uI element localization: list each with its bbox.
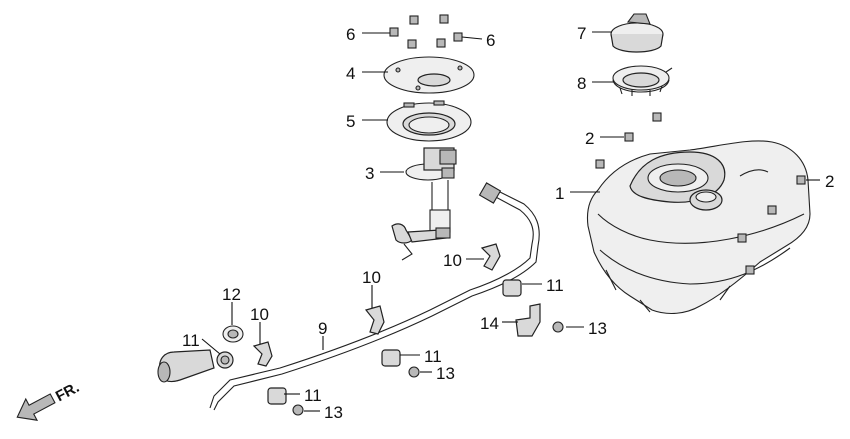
clamp-10-upper xyxy=(480,243,501,271)
fuel-cap xyxy=(610,13,664,53)
callout-13-right: 13 xyxy=(588,319,607,338)
clamp-10-mid xyxy=(364,305,385,335)
callout-3: 3 xyxy=(365,164,374,183)
bracket-14 xyxy=(515,303,541,337)
grommets-11 xyxy=(216,279,522,405)
fuel-tank xyxy=(586,140,811,315)
fuel-pump-gasket xyxy=(386,100,472,142)
arrow-left-icon xyxy=(16,393,56,421)
callout-4: 4 xyxy=(346,64,355,83)
callout-13-lower: 13 xyxy=(324,403,343,422)
clamp-10-left xyxy=(252,341,273,367)
callout-11-lower: 11 xyxy=(304,386,322,405)
setting-plate xyxy=(383,56,475,94)
cap-12 xyxy=(222,325,244,343)
bolt-icon xyxy=(745,265,755,275)
cap-seal-ring xyxy=(612,65,673,96)
callout-11-left: 11 xyxy=(182,331,200,350)
front-direction-indicator: FR. xyxy=(16,379,82,421)
callout-5: 5 xyxy=(346,112,355,131)
leader-lines xyxy=(201,31,820,412)
callout-9: 9 xyxy=(318,319,327,338)
callout-8: 8 xyxy=(577,74,586,93)
callout-6-right: 6 xyxy=(486,31,495,50)
bolts-13 xyxy=(292,321,564,416)
callout-14: 14 xyxy=(480,314,499,333)
callout-10-clamp-upper: 10 xyxy=(443,251,462,270)
callout-2-upper: 2 xyxy=(585,129,594,148)
fuel-hose xyxy=(157,182,540,411)
callout-13-mid: 13 xyxy=(436,364,455,383)
bolts-6 xyxy=(389,14,463,49)
callout-6-left: 6 xyxy=(346,25,355,44)
callout-1: 1 xyxy=(555,184,564,203)
callout-11-right: 11 xyxy=(546,276,564,295)
bolt-icon xyxy=(767,205,777,215)
callout-12: 12 xyxy=(222,285,241,304)
callout-2-right: 2 xyxy=(825,172,834,191)
callout-11-mid: 11 xyxy=(424,347,442,366)
callout-7: 7 xyxy=(577,24,586,43)
callout-10-clamp-mid: 10 xyxy=(362,268,381,287)
direction-label: FR. xyxy=(53,379,82,405)
callout-10-clamp-left: 10 xyxy=(250,305,269,324)
bolt-icon xyxy=(737,233,747,243)
bolt-2-upper xyxy=(595,112,806,185)
fuel-pump-unit xyxy=(391,147,457,261)
